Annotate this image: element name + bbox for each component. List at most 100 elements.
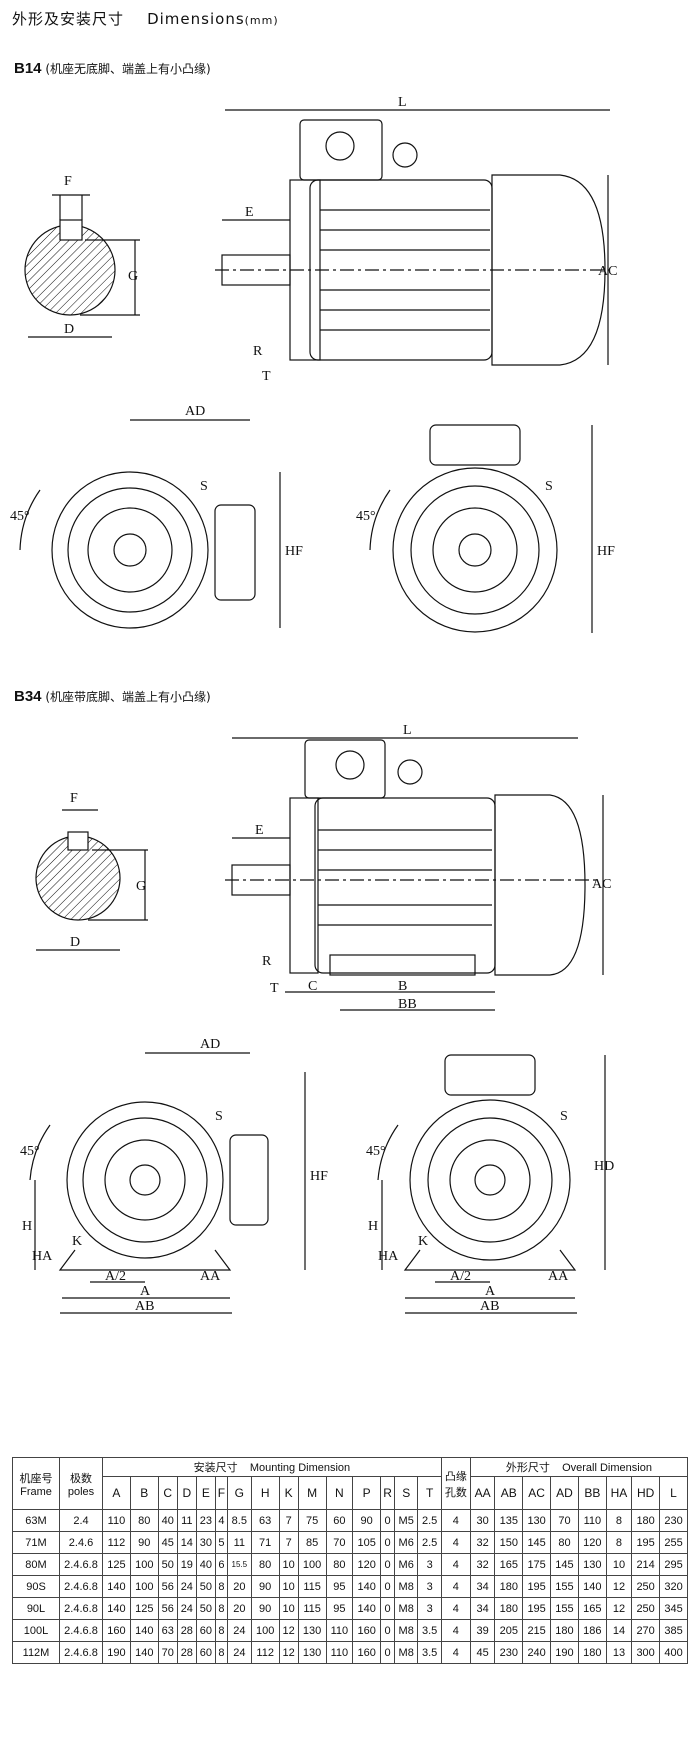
table-cell: 80 [550, 1531, 579, 1554]
table-cell: 80 [129, 1509, 159, 1532]
table-cell: 85 [297, 1531, 327, 1554]
b34-front-view-terminal: AD HF H K HA A/2 AA A AB 45° S [20, 1037, 328, 1314]
table-cell: 205 [494, 1619, 524, 1642]
table-cell: 0 [380, 1641, 395, 1664]
table-cell: 50 [195, 1597, 216, 1620]
table-cell: 160 [352, 1619, 382, 1642]
table-cell: 50 [157, 1553, 178, 1576]
table-cell: 23 [195, 1509, 216, 1532]
table-cell: 140 [129, 1619, 159, 1642]
table-cell: 12 [278, 1619, 299, 1642]
table-cell: 56 [157, 1597, 178, 1620]
table-cell: 19 [176, 1553, 197, 1576]
table-cell: 195 [522, 1597, 552, 1620]
b34-label-e: E [255, 823, 264, 838]
table-cell: 180 [577, 1641, 607, 1664]
table-cell: 6 [214, 1553, 228, 1576]
table-cell: 95 [325, 1575, 354, 1598]
col-header-s: S [393, 1476, 419, 1510]
table-cell: 80 [250, 1553, 280, 1576]
table-cell: 90 [352, 1509, 382, 1532]
table-cell: M5 [393, 1509, 419, 1532]
b14-label-angle-right: 45° [356, 509, 376, 524]
table-cell: M6 [393, 1553, 419, 1576]
table-cell: M6 [393, 1531, 419, 1554]
table-cell: 195 [522, 1575, 552, 1598]
table-cell: M8 [393, 1597, 419, 1620]
table-cell: M8 [393, 1575, 419, 1598]
table-cell: 10 [278, 1553, 299, 1576]
table-cell: 180 [550, 1619, 579, 1642]
b34-label-c: C [308, 979, 317, 994]
b34-label-angle-right: 45° [366, 1144, 386, 1159]
table-cell: 2.5 [417, 1509, 442, 1532]
table-cell: 3.5 [417, 1619, 442, 1642]
col-header-d: D [176, 1476, 197, 1510]
b34-label-ab: AB [135, 1299, 154, 1314]
frame-header: 机座号 Frame [12, 1457, 60, 1510]
table-cell: 4 [440, 1597, 471, 1620]
table-cell: 2.4.6.8 [59, 1641, 103, 1664]
table-cell: 45 [469, 1641, 496, 1664]
table-cell: 140 [102, 1575, 131, 1598]
table-cell: 28 [176, 1619, 197, 1642]
table-cell: 63 [157, 1619, 178, 1642]
b14-side-view: L E AC R T [215, 95, 617, 384]
table-cell: 190 [550, 1641, 579, 1664]
b34-label-k: K [72, 1234, 82, 1249]
table-cell: 400 [659, 1641, 688, 1664]
table-cell: 2.4 [59, 1509, 103, 1532]
table-cell: 155 [550, 1575, 579, 1598]
b34-side-view: L E AC R T C B BB [225, 723, 611, 1012]
table-cell: 4 [440, 1531, 471, 1554]
table-cell: 110 [325, 1641, 354, 1664]
b34-label-hd: HD [594, 1159, 614, 1174]
b34-label-r: R [262, 954, 272, 969]
table-cell: 130 [577, 1553, 607, 1576]
b34-label-aa: AA [200, 1269, 221, 1284]
b14-shaft-section: F G D [24, 174, 140, 338]
table-cell: 90L [12, 1597, 60, 1620]
b34-label-h: H [22, 1219, 32, 1234]
table-cell: 2.4.6.8 [59, 1597, 103, 1620]
b14-label-ad: AD [185, 404, 205, 419]
b34-label-ha-right: HA [378, 1249, 399, 1264]
b34-drawing: F G D L E AC R T C B BB AD [20, 723, 614, 1314]
b34-shaft-section: F G D [35, 791, 148, 951]
col-header-f: F [214, 1476, 228, 1510]
table-cell: 130 [297, 1619, 327, 1642]
table-cell: 12 [278, 1641, 299, 1664]
table-cell: 165 [577, 1597, 607, 1620]
table-cell: 75 [297, 1509, 327, 1532]
table-cell: 3 [417, 1597, 442, 1620]
table-cell: 15.5 [226, 1553, 252, 1576]
page-title: 外形及安装尺寸 Dimensions(mm) [12, 10, 279, 28]
b34-label-s-right: S [560, 1109, 568, 1124]
table-cell: 80 [325, 1553, 354, 1576]
table-cell: 115 [297, 1597, 327, 1620]
table-cell: 140 [102, 1597, 131, 1620]
table-cell: 2.5 [417, 1531, 442, 1554]
table-cell: 70 [325, 1531, 354, 1554]
table-cell: 160 [352, 1641, 382, 1664]
col-header-b: B [129, 1476, 159, 1510]
b34-label-d: D [70, 935, 80, 950]
b34-label-ha: HA [32, 1249, 53, 1264]
table-cell: 270 [631, 1619, 661, 1642]
table-cell: 112 [250, 1641, 280, 1664]
table-cell: M8 [393, 1641, 419, 1664]
table-cell: 60 [195, 1641, 216, 1664]
table-cell: 12 [605, 1597, 633, 1620]
col-header-l: L [659, 1476, 688, 1510]
table-cell: 186 [577, 1619, 607, 1642]
b14-label-s-right: S [545, 479, 553, 494]
table-cell: 230 [659, 1509, 688, 1532]
table-cell: 180 [494, 1597, 524, 1620]
col-header-bb: BB [577, 1476, 607, 1510]
col-header-t: T [417, 1476, 442, 1510]
table-cell: 71 [250, 1531, 280, 1554]
